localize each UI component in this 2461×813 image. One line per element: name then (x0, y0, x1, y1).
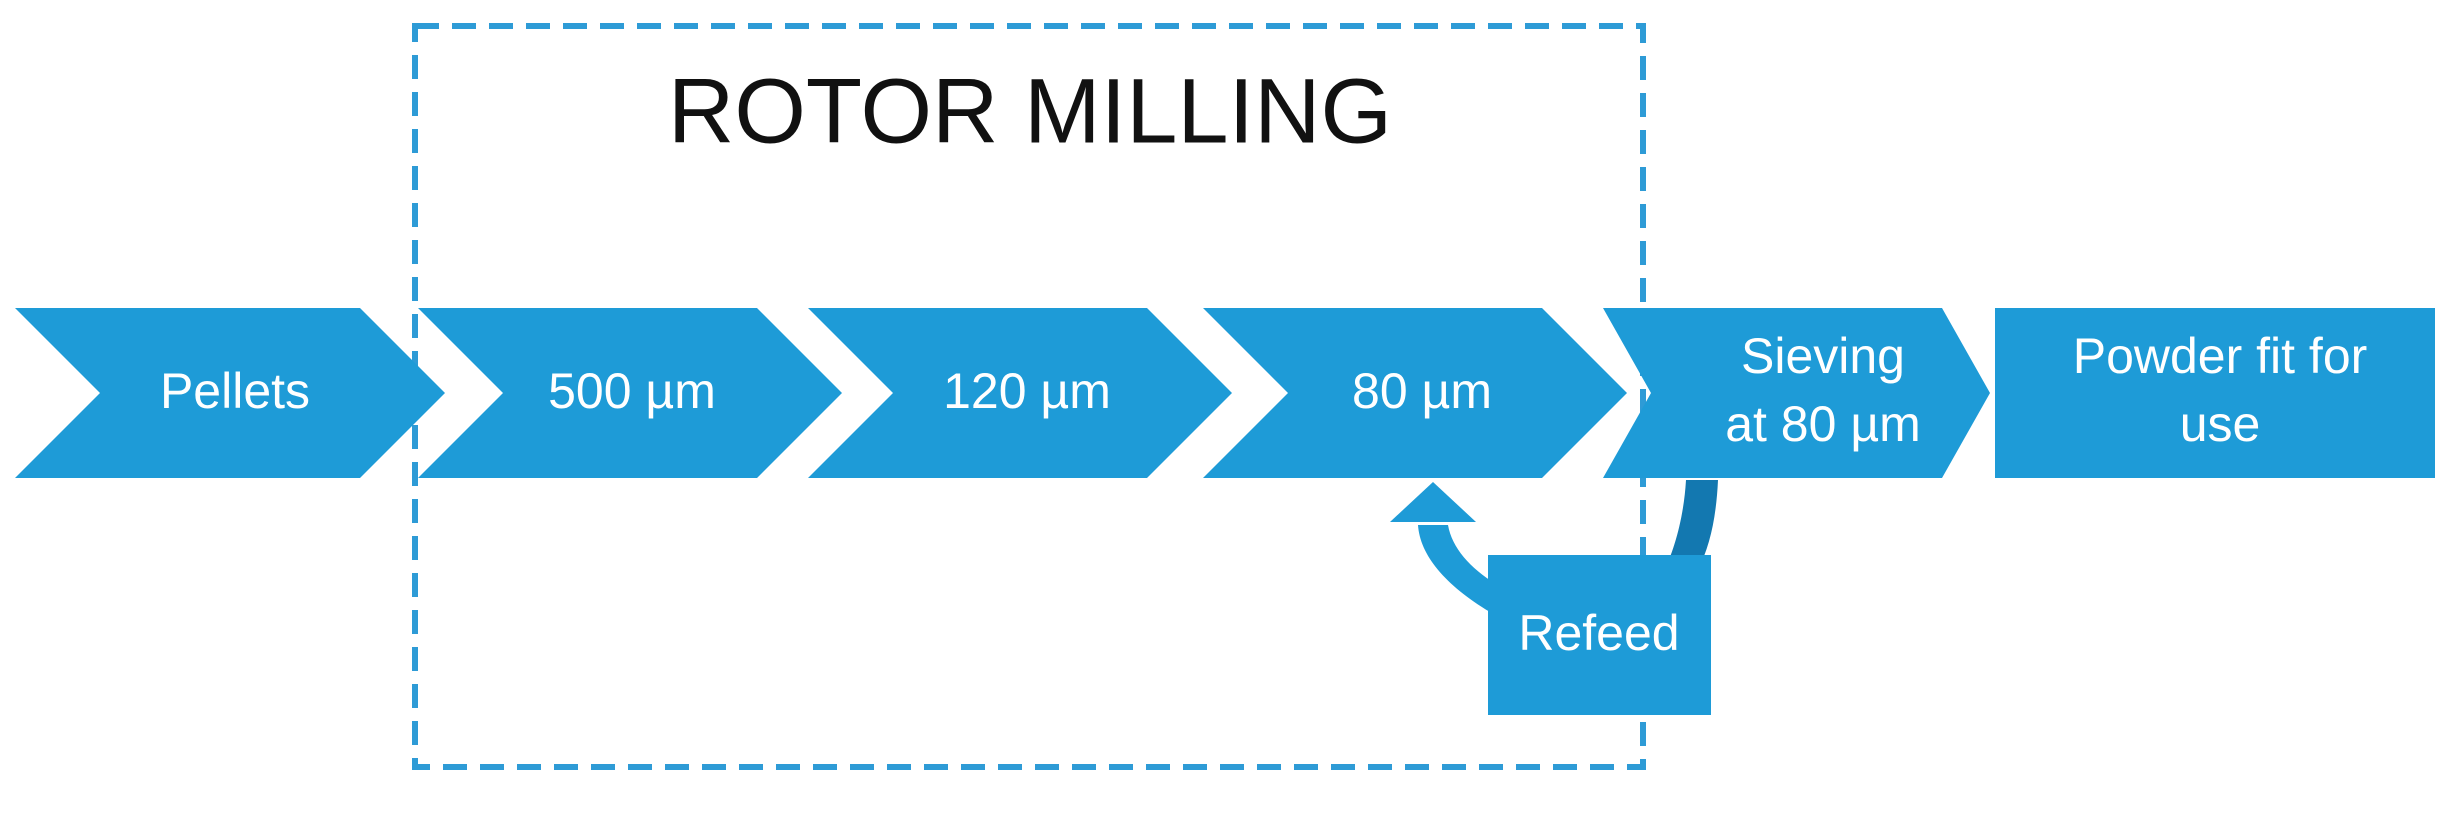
step-80-label: 80 µm (1352, 363, 1492, 419)
refeed-box (1488, 555, 1711, 715)
step-80-shape (1203, 308, 1627, 478)
step-pellets-label: Pellets (160, 363, 310, 419)
step-120-label: 120 µm (943, 363, 1111, 419)
refeed-arrowhead (1390, 482, 1476, 522)
rotor-milling-title: ROTOR MILLING (668, 60, 1392, 162)
step-120-shape (808, 308, 1232, 478)
step-powder-shape (1995, 308, 2435, 478)
refeed-label: Refeed (1518, 605, 1679, 661)
step-sieving-label-line1: Sieving (1741, 328, 1905, 384)
step-pellets-shape (15, 308, 445, 478)
step-500-shape (418, 308, 842, 478)
step-sieving-label-line2: at 80 µm (1725, 396, 1921, 452)
step-powder-label-line1: Powder fit for (2073, 328, 2368, 384)
step-powder-label-line2: use (2180, 396, 2261, 452)
refeed-feed-arc (1418, 525, 1496, 612)
step-sieving-shape (1603, 308, 1990, 478)
step-500-label: 500 µm (548, 363, 716, 419)
